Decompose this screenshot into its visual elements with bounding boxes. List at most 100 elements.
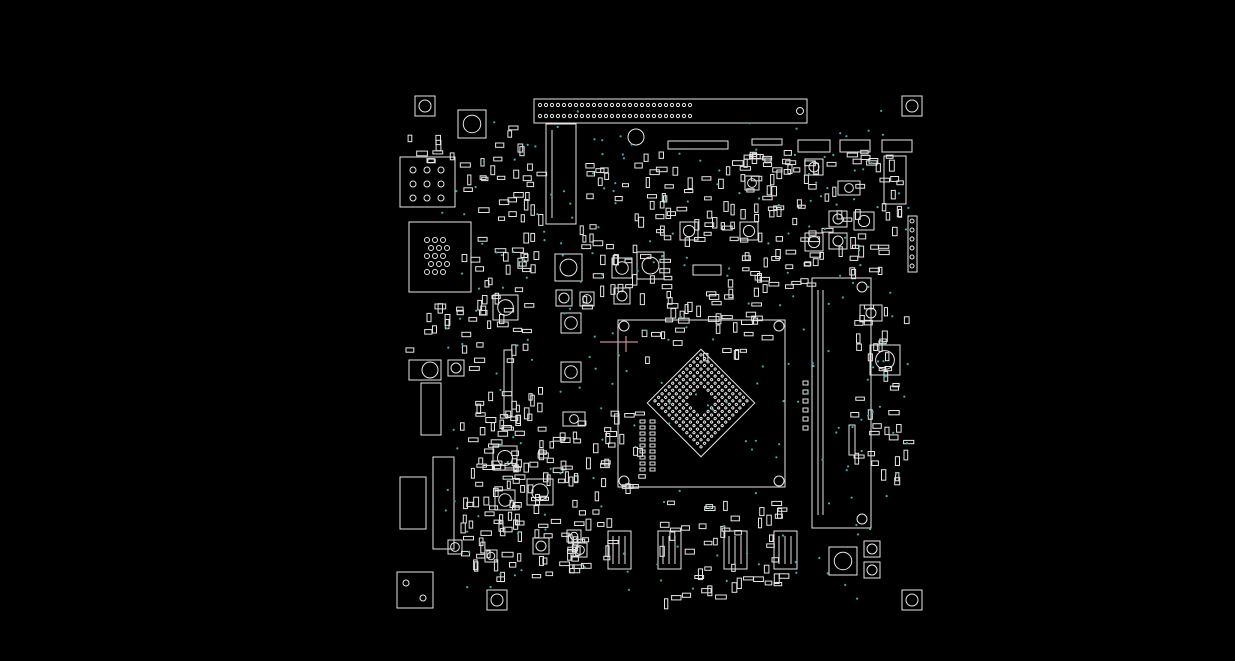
bga-ball bbox=[706, 416, 710, 421]
via bbox=[591, 252, 594, 255]
via bbox=[839, 274, 842, 277]
smd-component bbox=[577, 420, 587, 426]
smd-component bbox=[640, 254, 652, 260]
smd-component bbox=[684, 548, 695, 555]
smd-component bbox=[513, 169, 520, 179]
via bbox=[661, 254, 664, 257]
bga-ball bbox=[717, 427, 721, 431]
smd-component bbox=[522, 328, 532, 334]
header-pin bbox=[621, 113, 627, 119]
via bbox=[625, 369, 628, 373]
smd-component bbox=[649, 275, 655, 284]
bga-ball bbox=[720, 381, 724, 385]
smd-component bbox=[720, 525, 726, 538]
smd-component bbox=[762, 195, 773, 201]
via bbox=[711, 408, 715, 411]
ic-package bbox=[828, 546, 858, 576]
ic-package bbox=[555, 289, 573, 307]
via bbox=[793, 153, 797, 156]
ic-marker bbox=[559, 258, 578, 277]
smd-component bbox=[803, 174, 809, 184]
ic-package bbox=[863, 540, 881, 558]
smd-component bbox=[770, 174, 775, 186]
bga-ball bbox=[685, 374, 689, 378]
cpu-mount-hole bbox=[618, 475, 630, 487]
via bbox=[708, 507, 712, 510]
smd-component bbox=[866, 160, 878, 166]
ic-package bbox=[804, 232, 824, 252]
via bbox=[827, 350, 830, 353]
smd-component bbox=[758, 232, 763, 243]
pad bbox=[802, 389, 809, 395]
ic-marker bbox=[486, 551, 496, 561]
via bbox=[662, 500, 666, 504]
smd-component bbox=[571, 544, 578, 553]
smd-component bbox=[637, 448, 643, 457]
bga-ball bbox=[685, 431, 689, 435]
smd-component bbox=[812, 258, 819, 267]
smd-component bbox=[730, 515, 740, 522]
ic-marker bbox=[742, 224, 756, 238]
smd-component bbox=[753, 576, 764, 583]
bga-ball bbox=[695, 413, 700, 417]
via bbox=[614, 202, 617, 205]
via bbox=[592, 476, 595, 480]
header-pin bbox=[909, 263, 915, 269]
via bbox=[668, 402, 671, 405]
bga-ball bbox=[681, 420, 685, 424]
smd-component bbox=[720, 222, 726, 230]
via bbox=[841, 296, 845, 299]
via bbox=[860, 449, 863, 453]
via bbox=[601, 153, 604, 156]
connector-pin bbox=[437, 180, 445, 188]
smd-component bbox=[586, 457, 591, 470]
smd-component bbox=[444, 319, 450, 330]
via bbox=[870, 162, 873, 165]
smd-component bbox=[783, 169, 791, 175]
bga-ball bbox=[741, 395, 746, 399]
bga-ball bbox=[667, 406, 671, 410]
bga-ball bbox=[699, 367, 703, 371]
via bbox=[876, 206, 879, 209]
ic-marker bbox=[535, 540, 547, 552]
smd-component bbox=[582, 296, 588, 304]
smd-component bbox=[764, 157, 772, 163]
via bbox=[787, 362, 790, 365]
smd-component bbox=[638, 216, 645, 228]
ic-package bbox=[492, 294, 519, 321]
bga-ball bbox=[734, 395, 738, 399]
smd-component bbox=[460, 422, 465, 431]
smd-component bbox=[757, 273, 762, 283]
smd-component bbox=[712, 217, 718, 229]
smd-component bbox=[734, 349, 740, 360]
header-pin bbox=[663, 102, 669, 108]
smd-component bbox=[771, 186, 777, 197]
header-pin bbox=[609, 102, 615, 108]
via bbox=[867, 285, 870, 288]
pin-strip bbox=[503, 349, 513, 417]
smd-component bbox=[499, 514, 504, 525]
smd-component bbox=[463, 497, 469, 510]
bga-ball bbox=[671, 409, 675, 414]
bga-ball bbox=[695, 427, 700, 431]
bga-ball bbox=[724, 378, 728, 382]
via bbox=[738, 192, 741, 195]
smd-component bbox=[736, 577, 742, 589]
smd-component bbox=[534, 529, 540, 539]
header-pin bbox=[585, 102, 591, 108]
smd-component bbox=[879, 177, 890, 183]
smd-component bbox=[573, 473, 579, 484]
smd-component bbox=[569, 568, 581, 574]
jack-pin bbox=[436, 245, 442, 251]
smd-component bbox=[473, 559, 478, 571]
smd-component bbox=[896, 205, 902, 218]
via bbox=[792, 295, 795, 298]
bga-ball bbox=[692, 416, 696, 421]
smd-component bbox=[632, 244, 638, 254]
bga-ball bbox=[681, 427, 685, 431]
smd-component bbox=[659, 268, 671, 274]
smd-component bbox=[517, 553, 522, 562]
bga-ball bbox=[688, 427, 692, 431]
smd-component bbox=[881, 330, 888, 342]
